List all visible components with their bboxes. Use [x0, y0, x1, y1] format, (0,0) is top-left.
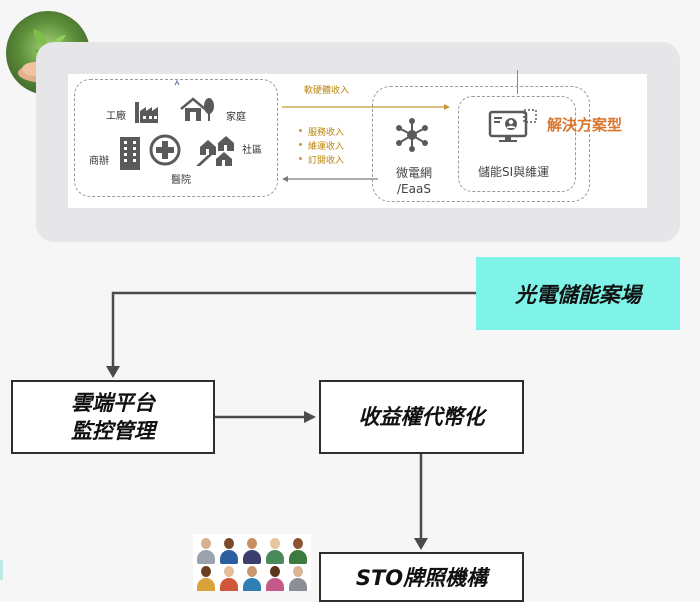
office-building-icon: [118, 135, 142, 171]
si-label: 儲能SI與維運: [478, 165, 550, 179]
tokenization-box: 收益權代幣化: [319, 380, 524, 454]
edge-accent: [0, 560, 3, 580]
tokenization-label: 收益權代幣化: [358, 404, 485, 429]
sto-license-box: STO牌照機構: [319, 552, 524, 602]
cloud-platform-line2: 監控管理: [71, 419, 155, 443]
connector-line: [517, 70, 518, 94]
cloud-platform-line1: 雲端平台: [71, 390, 155, 415]
subscription-income-label: 訂閱收入: [308, 156, 345, 166]
solution-title: 解決方案型: [547, 116, 623, 134]
factory-label: 工廠: [106, 111, 126, 122]
home-label: 家庭: [226, 112, 246, 123]
microgrid-group: [372, 86, 590, 202]
community-houses-icon: [196, 133, 238, 167]
factory-icon: [133, 98, 163, 124]
service-arrow-left: [282, 168, 378, 182]
service-income-label: 服務收入: [308, 128, 345, 138]
sto-license-label: STO牌照機構: [355, 566, 488, 590]
pv-storage-site-label: 光電儲能案場: [515, 282, 641, 307]
si-group: [458, 96, 576, 192]
microgrid-label-line1: 微電網: [396, 166, 433, 180]
cloud-platform-box: 雲端平台 監控管理: [11, 380, 215, 454]
commerce-label: 商辦: [89, 156, 109, 167]
community-label: 社區: [242, 145, 262, 156]
medical-cross-icon: [149, 134, 181, 166]
income-arrow-right: [282, 96, 452, 110]
hardware-software-income-label: 軟硬體收入: [304, 86, 350, 96]
marker-mark: [174, 71, 180, 86]
maintenance-income-label: 維運收入: [308, 142, 345, 152]
network-hub-icon: [394, 117, 430, 153]
income-bullets-dot-2: [299, 143, 302, 146]
house-icon: [179, 95, 215, 123]
pv-storage-site-box: 光電儲能案場: [476, 257, 680, 330]
hospital-label: 醫院: [171, 175, 191, 186]
customer-segments-group: [74, 79, 278, 197]
income-bullets-dot-1: [299, 129, 302, 132]
people-group-icon: [193, 534, 311, 591]
income-bullets-dot-3: [299, 157, 302, 160]
microgrid-label-line2: /EaaS: [397, 182, 431, 196]
monitor-user-icon: [488, 108, 540, 144]
